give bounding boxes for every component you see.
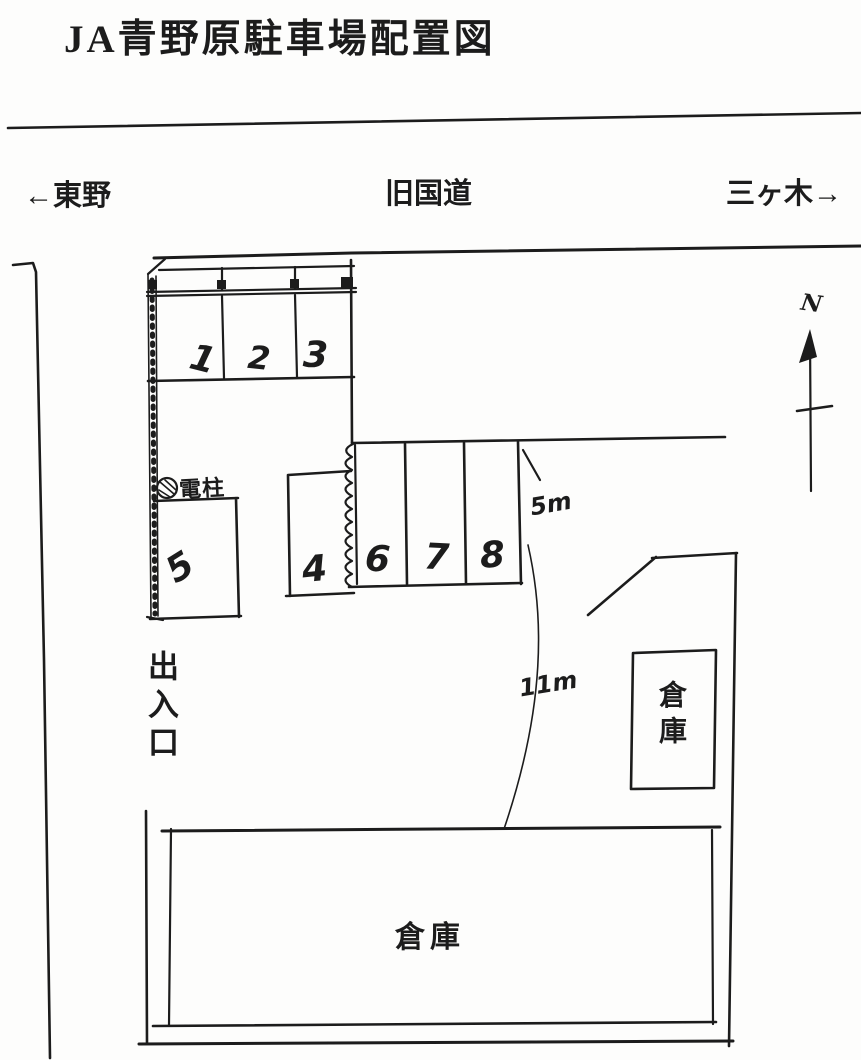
dimension-leader-5m <box>521 448 542 482</box>
space-number-6: 6 <box>363 538 392 581</box>
driveway-curve <box>503 544 540 830</box>
row-6-8-bottom-line <box>347 581 524 589</box>
space-number-8: 8 <box>478 534 507 577</box>
scalloped-edge <box>344 442 355 589</box>
parking-row-1-3 <box>146 293 356 383</box>
utility-pole-label: 電柱 <box>178 475 226 504</box>
canopy-rail-upper <box>145 286 358 294</box>
row-1-3-bottom-line <box>146 375 356 383</box>
page-title: JA青野原駐車場配置図 <box>64 18 496 61</box>
north-label: N <box>799 288 824 319</box>
south-boundary-bottom <box>137 1039 735 1046</box>
space-dividers-6-8 <box>403 441 468 586</box>
property-line-north <box>152 244 861 260</box>
canopy-posts <box>148 277 353 289</box>
west-boundary-wall <box>11 261 52 1060</box>
canopy-corner-diagonal <box>146 257 167 276</box>
north-arrow <box>795 329 834 493</box>
space-dividers-1-3 <box>220 293 299 380</box>
warehouse-large-outline <box>151 825 722 1028</box>
road-destination-east: 三ヶ木→ <box>726 178 843 210</box>
warehouse-small-label: 倉庫 <box>656 680 687 752</box>
canopy-stub-dividers <box>220 265 297 292</box>
wall-hatching <box>149 277 158 617</box>
north-arrow-shaft <box>808 332 813 493</box>
road-edge-line <box>6 111 861 130</box>
east-boundary-wall <box>586 551 739 1048</box>
south-boundary-left <box>144 809 149 1045</box>
row-6-8-top-line <box>350 435 727 445</box>
row-6-8-left-edge <box>353 443 359 586</box>
road-name: 旧国道 <box>385 178 473 210</box>
north-arrow-head <box>799 329 817 363</box>
space-number-2: 2 <box>246 337 273 379</box>
canopy-rail-lower <box>145 290 358 298</box>
parking-row-6-8 <box>347 435 727 589</box>
space-number-7: 7 <box>422 536 451 579</box>
space-5-outline <box>148 496 243 621</box>
space-number-4: 4 <box>299 547 330 592</box>
west-lot-wall <box>145 273 165 622</box>
canopy-roof-edge <box>157 264 356 272</box>
entrance-label: 出入口 <box>143 650 178 764</box>
utility-pole-symbol <box>155 476 179 500</box>
space-4-outline <box>284 469 356 598</box>
carport-structure <box>145 257 358 445</box>
structure-east-edge <box>349 258 354 445</box>
space-number-3: 3 <box>302 334 329 377</box>
road-destination-west: ←東野 <box>24 180 112 212</box>
warehouse-small-outline <box>629 648 718 791</box>
warehouse-large-label: 倉庫 <box>395 921 465 954</box>
row-6-8-right-edge <box>516 440 523 586</box>
north-arrow-crossbar <box>795 404 834 413</box>
